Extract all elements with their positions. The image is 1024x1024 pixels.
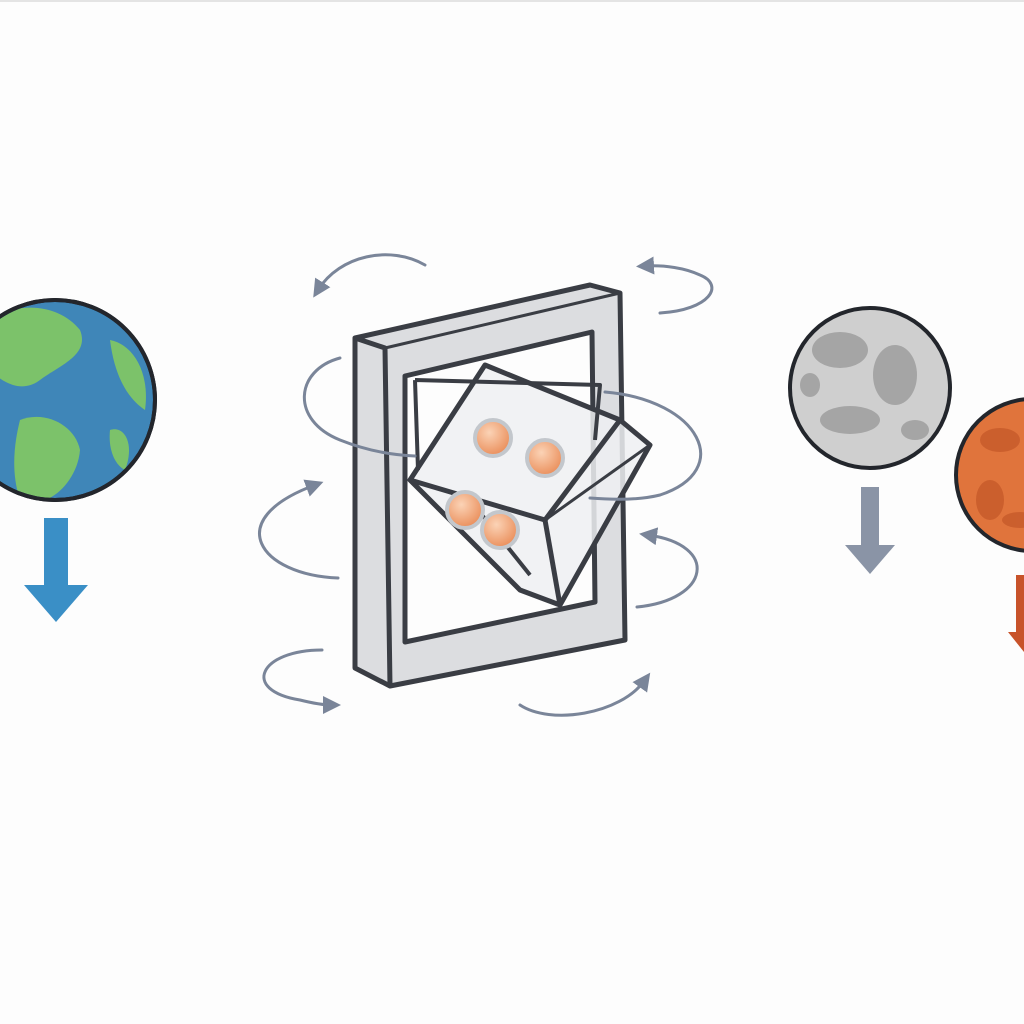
rotation-arrow-icon bbox=[262, 648, 341, 714]
rotation-arrow-icon bbox=[588, 390, 703, 501]
earth-icon bbox=[0, 298, 157, 502]
rotation-arrow-icon bbox=[635, 527, 699, 609]
rotation-arrow-icon bbox=[313, 253, 427, 298]
gravity-arrow-icon bbox=[845, 487, 895, 574]
rotation-arrow-icon bbox=[258, 479, 340, 580]
mars-icon bbox=[954, 397, 1024, 553]
sphere bbox=[473, 418, 513, 458]
gravity-arrow-icon bbox=[1008, 575, 1024, 652]
rotation-arrows bbox=[258, 253, 714, 717]
rotation-arrow-icon bbox=[518, 672, 651, 717]
sphere bbox=[525, 438, 565, 478]
sphere bbox=[445, 490, 485, 530]
rotation-arrow-icon bbox=[636, 256, 714, 315]
sphere bbox=[480, 510, 520, 550]
moon-icon bbox=[788, 306, 952, 470]
gimbal-frame-icon bbox=[352, 282, 628, 689]
rotation-arrow-icon bbox=[302, 356, 417, 458]
sample-spheres bbox=[445, 418, 565, 550]
gravity-arrow-icon bbox=[24, 518, 88, 622]
